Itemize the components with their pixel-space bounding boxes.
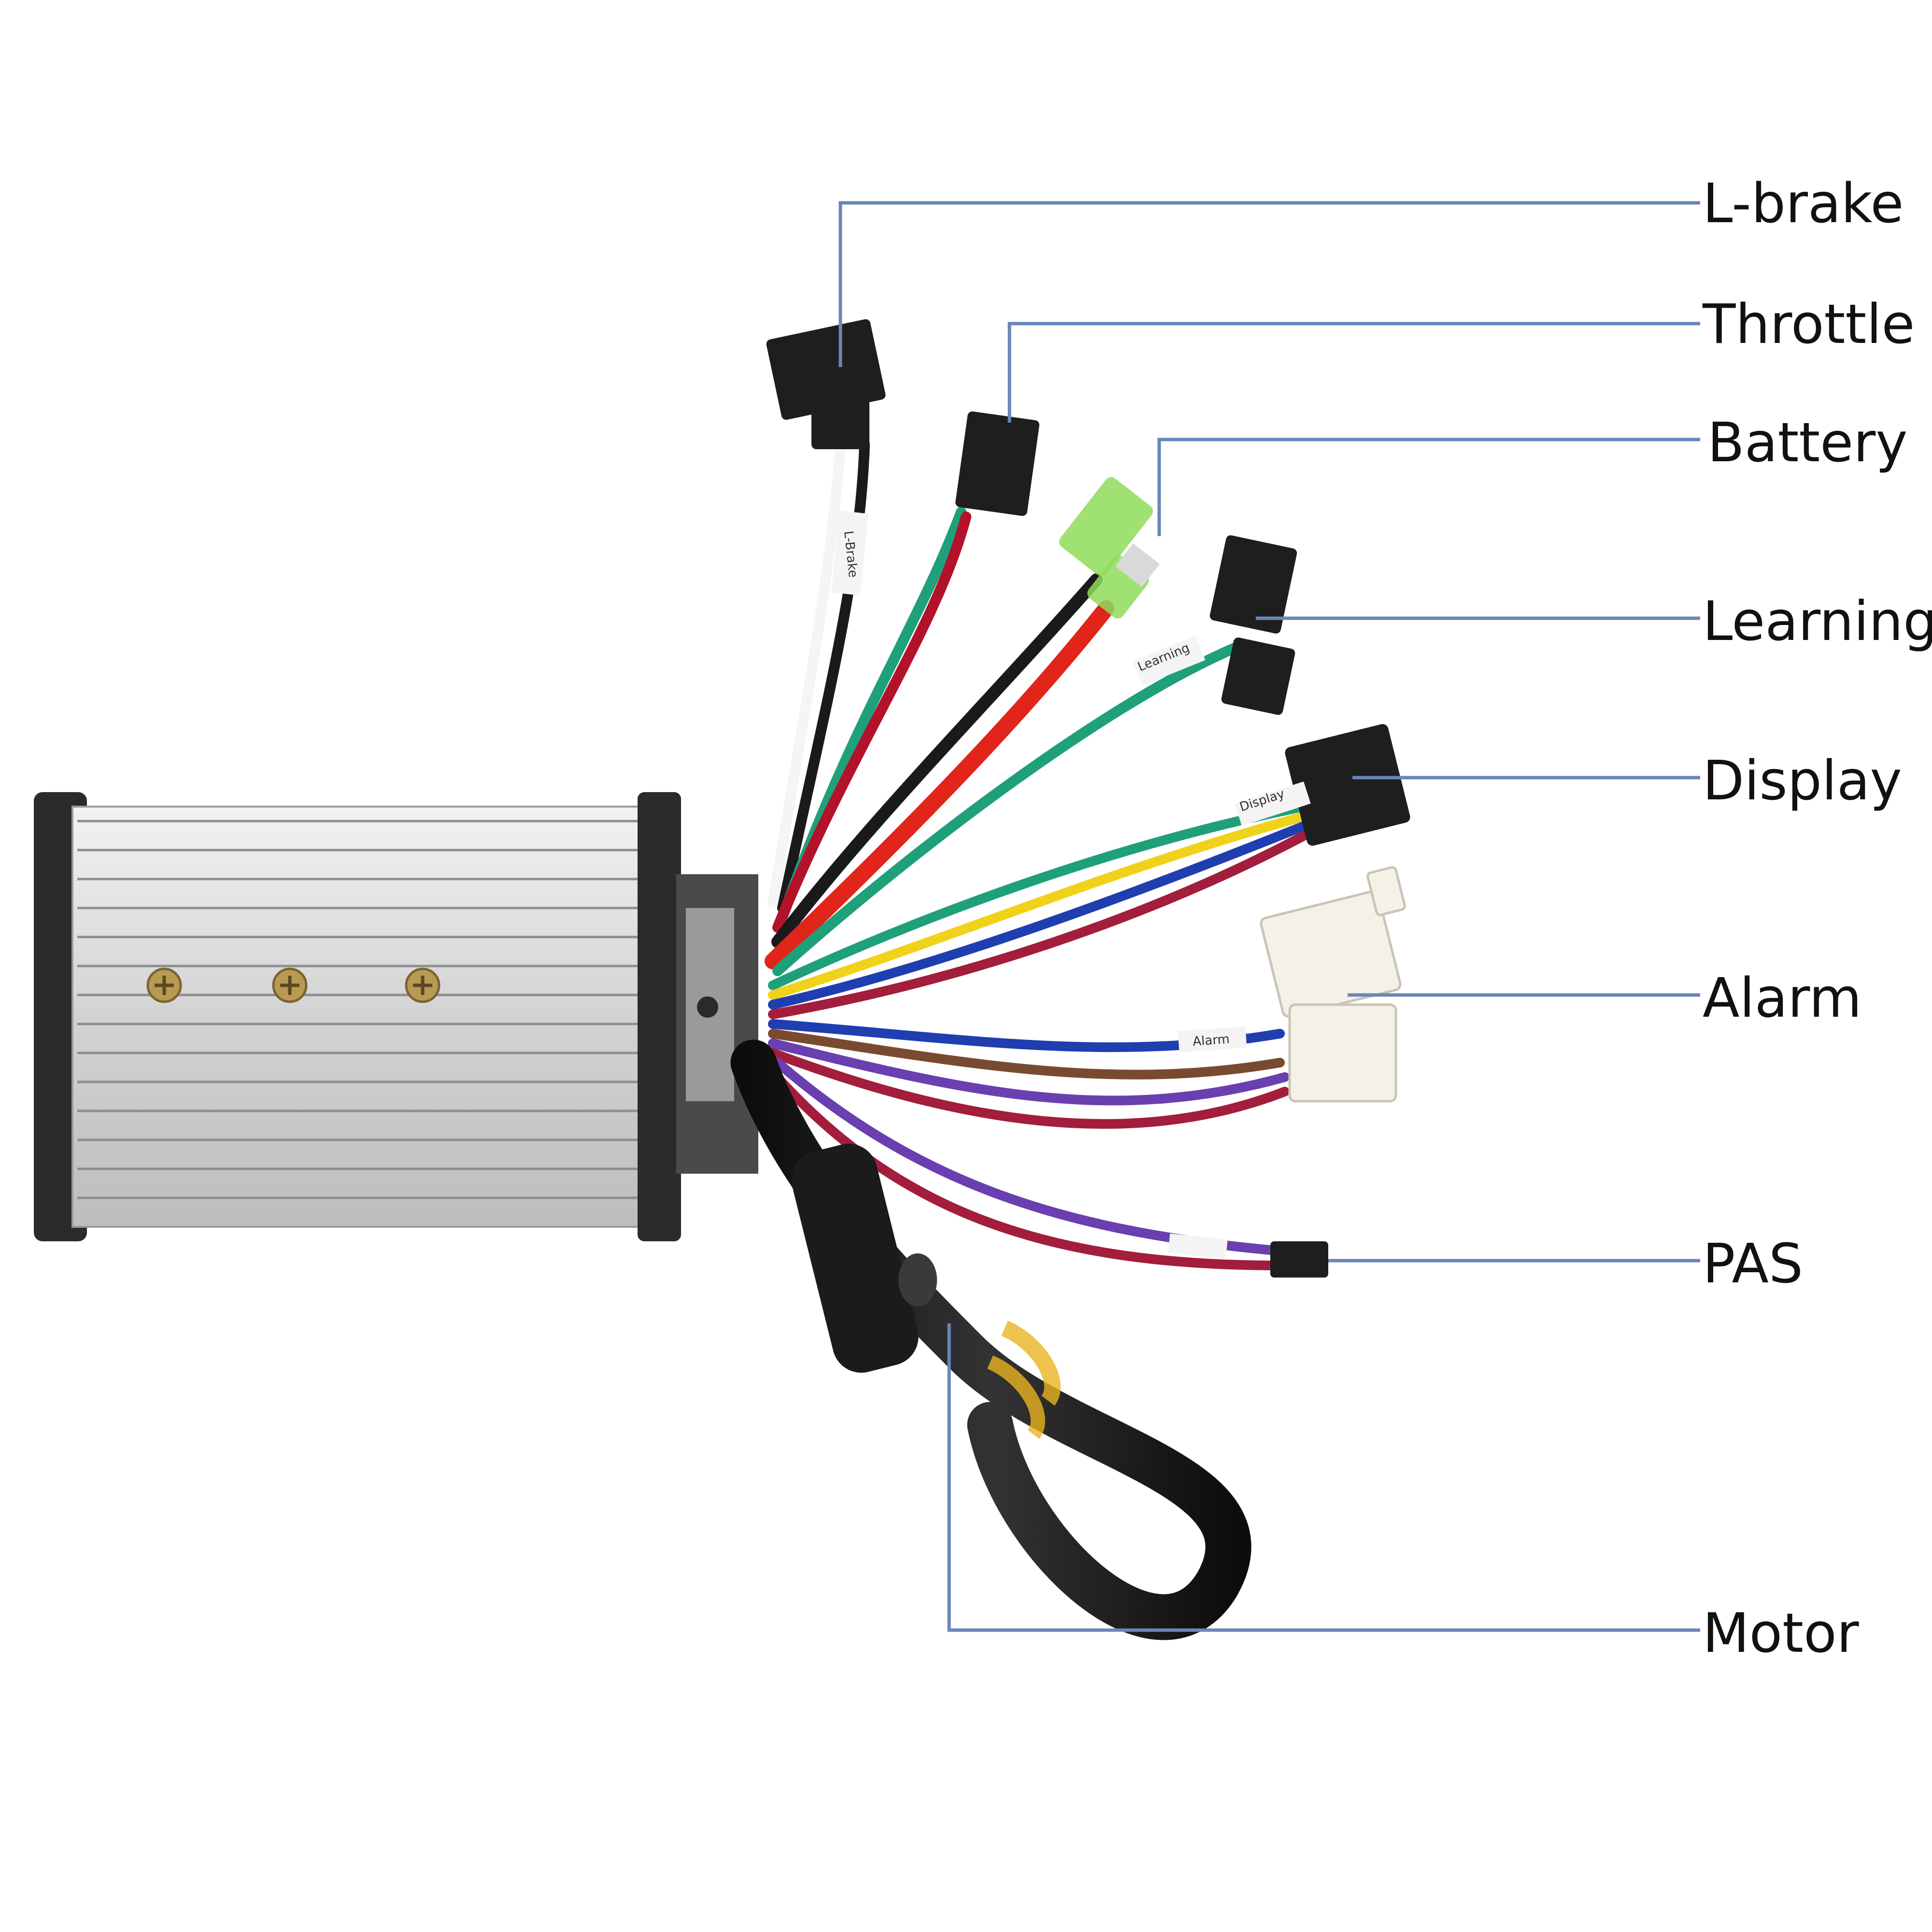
mounting-screw xyxy=(272,967,308,1003)
wire-display-yellow xyxy=(768,811,1309,1000)
label-learning: Learning xyxy=(1703,590,1932,653)
connector-throttle xyxy=(955,411,1039,516)
wire-battery-black xyxy=(771,573,1103,948)
wire-l-brake-black xyxy=(777,439,870,913)
wire-learning-green xyxy=(772,642,1242,976)
mounting-screw xyxy=(405,967,440,1003)
connector-display: Display xyxy=(1235,724,1410,846)
motor-cable xyxy=(730,1039,1251,1640)
wire-battery-red xyxy=(765,600,1114,969)
connector-alarm: Alarm xyxy=(1178,866,1406,1103)
label-alarm: Alarm xyxy=(1703,967,1862,1030)
connector-battery xyxy=(1059,477,1160,619)
controller-housing xyxy=(34,792,758,1241)
motor-plug-logo xyxy=(898,1253,937,1307)
connector-motor xyxy=(791,1143,1061,1439)
wire-alarm-purple xyxy=(768,1038,1290,1106)
label-l-brake: L-brake xyxy=(1703,172,1904,235)
callout-labels: L-brake Throttle Battery Learning Displa… xyxy=(1702,172,1932,1665)
clamp-hole xyxy=(697,996,718,1018)
heatsink-fins xyxy=(77,820,647,1199)
label-pas: PAS xyxy=(1703,1233,1803,1295)
sleeve-label-alarm: Alarm xyxy=(1192,1032,1230,1049)
wire-alarm-maroon xyxy=(768,1048,1290,1129)
label-motor: Motor xyxy=(1703,1602,1860,1665)
cable-tie xyxy=(987,1355,1045,1439)
connector-l-brake: L-Brake xyxy=(766,319,886,596)
leader-l-brake xyxy=(838,201,1700,367)
wire-pas-maroon xyxy=(768,1067,1285,1270)
leader-throttle xyxy=(1008,322,1700,423)
cable-tie xyxy=(1001,1321,1061,1406)
wire-display-maroon xyxy=(768,831,1309,1019)
leader-motor xyxy=(947,1323,1700,1632)
mounting-screw xyxy=(146,967,182,1003)
connector-pas xyxy=(1168,1233,1328,1278)
label-throttle: Throttle xyxy=(1702,293,1915,356)
wire-display-blue xyxy=(768,821,1309,1009)
right-endcap xyxy=(638,792,681,1241)
wire-display-green xyxy=(768,802,1309,990)
leader-battery xyxy=(1157,438,1700,536)
heatsink-body xyxy=(71,806,653,1228)
label-display: Display xyxy=(1703,750,1902,812)
leader-lines xyxy=(838,201,1700,1632)
label-battery: Battery xyxy=(1707,412,1908,474)
wire-alarm-brown xyxy=(768,1029,1285,1080)
wire-l-brake-white xyxy=(767,439,846,909)
wire-throttle-red xyxy=(772,511,971,933)
